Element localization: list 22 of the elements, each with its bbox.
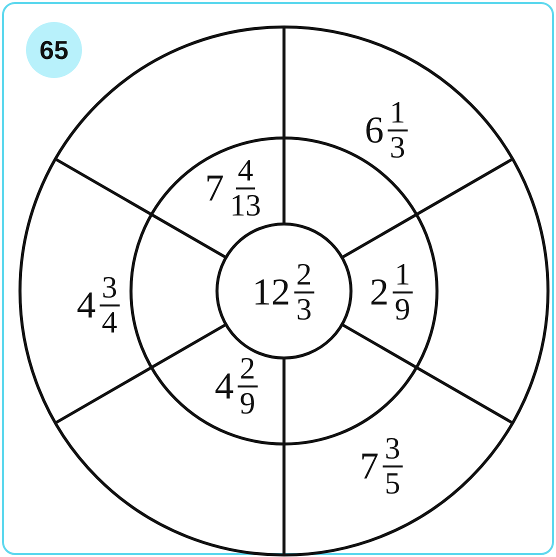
numerator: 1 bbox=[388, 96, 408, 131]
denominator: 9 bbox=[238, 387, 256, 420]
numerator: 4 bbox=[236, 154, 256, 189]
whole-number: 2 bbox=[370, 273, 389, 311]
whole-number: 12 bbox=[252, 273, 290, 311]
denominator: 5 bbox=[384, 467, 402, 500]
numerator: 3 bbox=[382, 432, 402, 467]
whole-number: 6 bbox=[364, 111, 384, 149]
denominator: 4 bbox=[100, 306, 118, 339]
numerator: 2 bbox=[238, 352, 258, 387]
denominator: 13 bbox=[229, 189, 262, 222]
whole-number: 4 bbox=[76, 286, 96, 324]
numerator: 1 bbox=[392, 258, 412, 293]
whole-number: 7 bbox=[360, 447, 379, 485]
denominator: 3 bbox=[388, 131, 406, 164]
whole-number: 7 bbox=[205, 169, 224, 207]
denominator: 3 bbox=[295, 293, 313, 326]
whole-number: 4 bbox=[214, 367, 234, 405]
puzzle-number: 65 bbox=[26, 22, 82, 78]
numerator: 2 bbox=[294, 258, 314, 293]
denominator: 9 bbox=[394, 293, 412, 326]
numerator: 3 bbox=[100, 271, 120, 306]
